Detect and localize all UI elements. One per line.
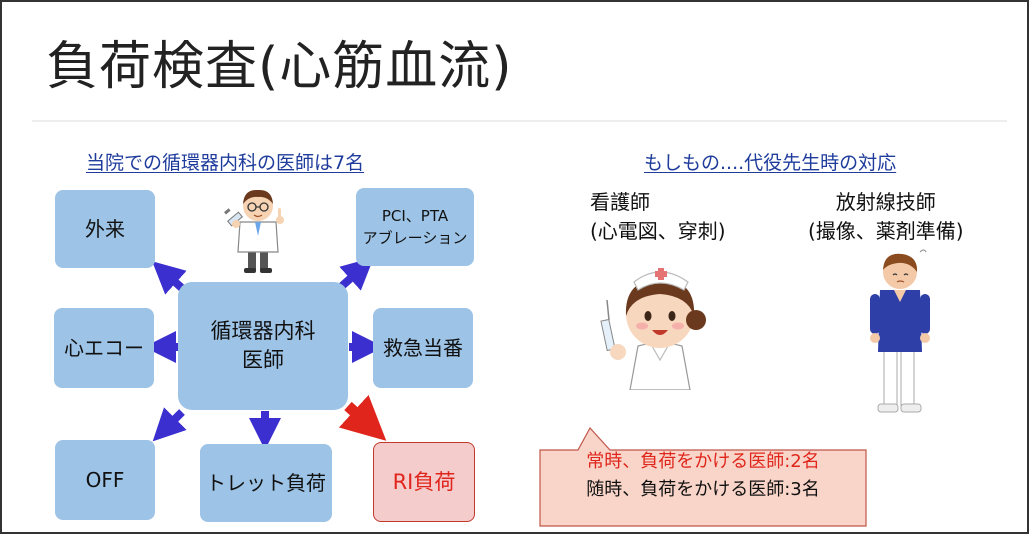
box-pci-line2: アブレーション xyxy=(362,229,468,247)
box-ri-label: RI負荷 xyxy=(392,469,456,494)
nurse-role: 看護師 (心電図、穿刺) xyxy=(590,188,726,246)
callout: 常時、負荷をかける医師:2名 随時、負荷をかける医師:3名 xyxy=(538,448,868,504)
doctor-illustration-icon xyxy=(224,189,284,273)
callout-line1: 常時、負荷をかける医師:2名 xyxy=(586,451,820,472)
box-off: OFF xyxy=(55,440,155,520)
nurse-role-line2: (心電図、穿刺) xyxy=(590,219,726,243)
technologist-illustration-icon xyxy=(870,249,930,413)
tech-role: 放射線技師 (撮像、薬剤準備) xyxy=(808,188,964,246)
box-outpatient-label: 外来 xyxy=(85,216,125,241)
box-emergency: 救急当番 xyxy=(373,308,473,388)
box-off-label: OFF xyxy=(85,467,125,492)
nurse-illustration-icon xyxy=(600,268,706,390)
callout-line2: 随時、負荷をかける医師:3名 xyxy=(586,478,820,500)
box-ri: RI負荷 xyxy=(373,442,475,522)
box-treadmill-label: トレット負荷 xyxy=(206,470,326,495)
nurse-role-line1: 看護師 xyxy=(590,190,650,214)
arrow-to-off xyxy=(152,407,187,442)
box-cardiology: 循環器内科 医師 xyxy=(178,282,348,410)
arrow-to-ri xyxy=(338,394,387,441)
title-divider xyxy=(32,120,1007,122)
box-pci-line1: PCI、PTA xyxy=(381,206,449,225)
tech-role-line1: 放射線技師 xyxy=(835,190,936,214)
box-echo-label: 心エコー xyxy=(64,335,144,360)
box-emergency-label: 救急当番 xyxy=(383,335,463,360)
left-heading: 当院での循環器内科の医師は7名 xyxy=(86,152,365,174)
callout-shape xyxy=(539,426,867,527)
box-pci: PCI、PTA アブレーション xyxy=(356,188,474,266)
tech-role-line2: (撮像、薬剤準備) xyxy=(808,219,964,243)
box-treadmill: トレット負荷 xyxy=(200,444,332,522)
box-outpatient: 外来 xyxy=(55,190,155,268)
box-echo: 心エコー xyxy=(54,308,154,388)
center-line2: 医師 xyxy=(242,348,284,372)
right-heading: もしもの....代役先生時の対応 xyxy=(644,152,897,174)
page-title: 負荷検査(心筋血流) xyxy=(46,37,513,97)
arrow-to-pci xyxy=(339,257,374,291)
center-line1: 循環器内科 xyxy=(210,318,316,343)
